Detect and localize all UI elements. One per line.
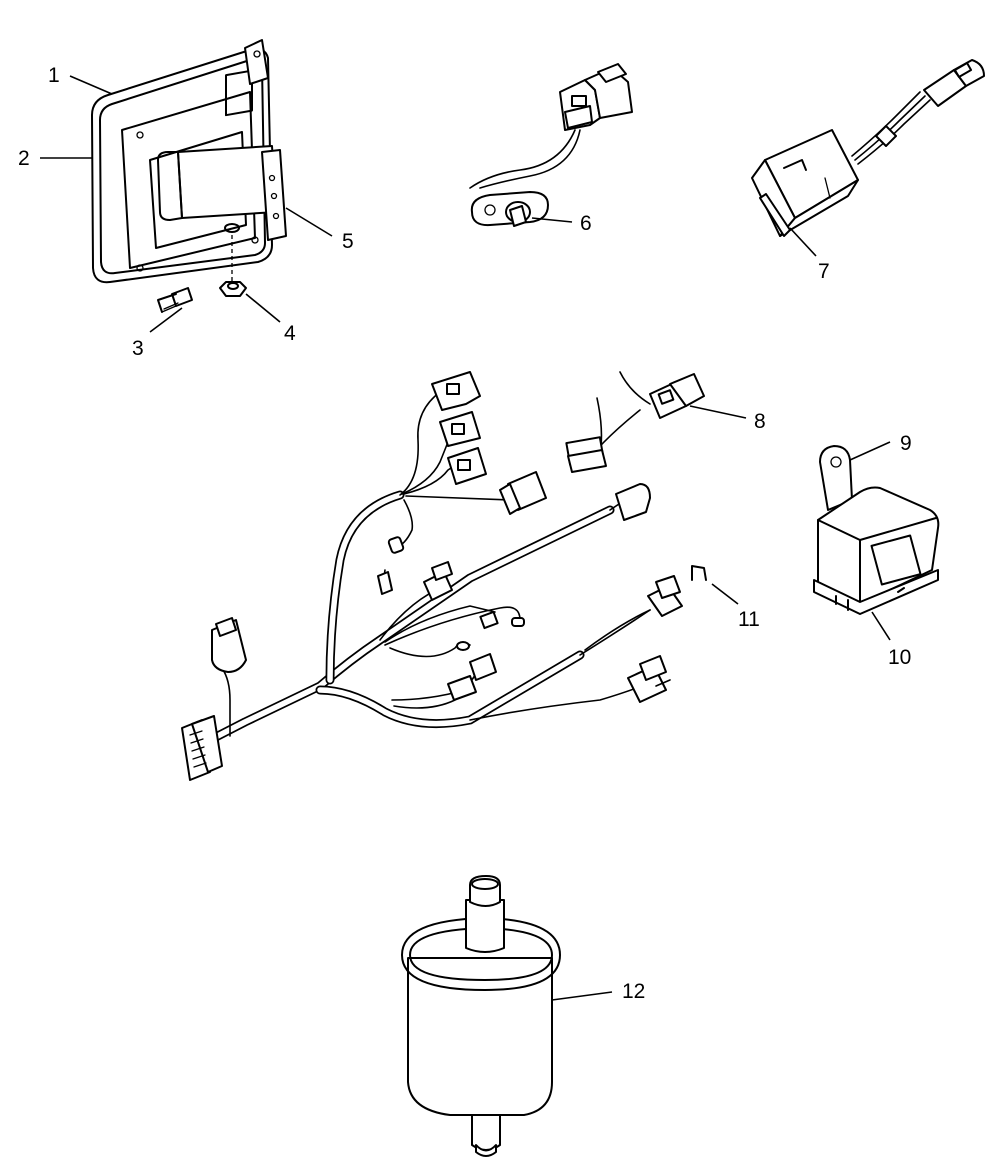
callout-4: 4 bbox=[284, 322, 296, 345]
callout-6: 6 bbox=[580, 212, 592, 235]
callout-12: 12 bbox=[622, 980, 645, 1003]
callout-2: 2 bbox=[18, 147, 30, 170]
leader-lines bbox=[40, 75, 891, 1001]
clip-icon bbox=[691, 565, 707, 581]
callout-8: 8 bbox=[754, 410, 766, 433]
fuel-filter-icon bbox=[401, 875, 561, 1157]
bracket-icon bbox=[157, 145, 287, 241]
sensor-icon bbox=[469, 63, 633, 227]
callout-7: 7 bbox=[818, 260, 830, 283]
callout-1: 1 bbox=[48, 64, 60, 87]
callout-3: 3 bbox=[132, 337, 144, 360]
connector-icon bbox=[649, 373, 705, 419]
callout-10: 10 bbox=[888, 646, 911, 669]
nut-icon bbox=[219, 223, 247, 297]
screw-icon bbox=[157, 287, 193, 313]
callout-9: 9 bbox=[900, 432, 912, 455]
callout-5: 5 bbox=[342, 230, 354, 253]
switch-module-icon bbox=[751, 59, 985, 237]
callout-11: 11 bbox=[738, 608, 760, 631]
harness-connectors-right-icon bbox=[584, 575, 683, 703]
relay-icon bbox=[813, 445, 940, 615]
wiring-harness-icon bbox=[181, 371, 656, 781]
